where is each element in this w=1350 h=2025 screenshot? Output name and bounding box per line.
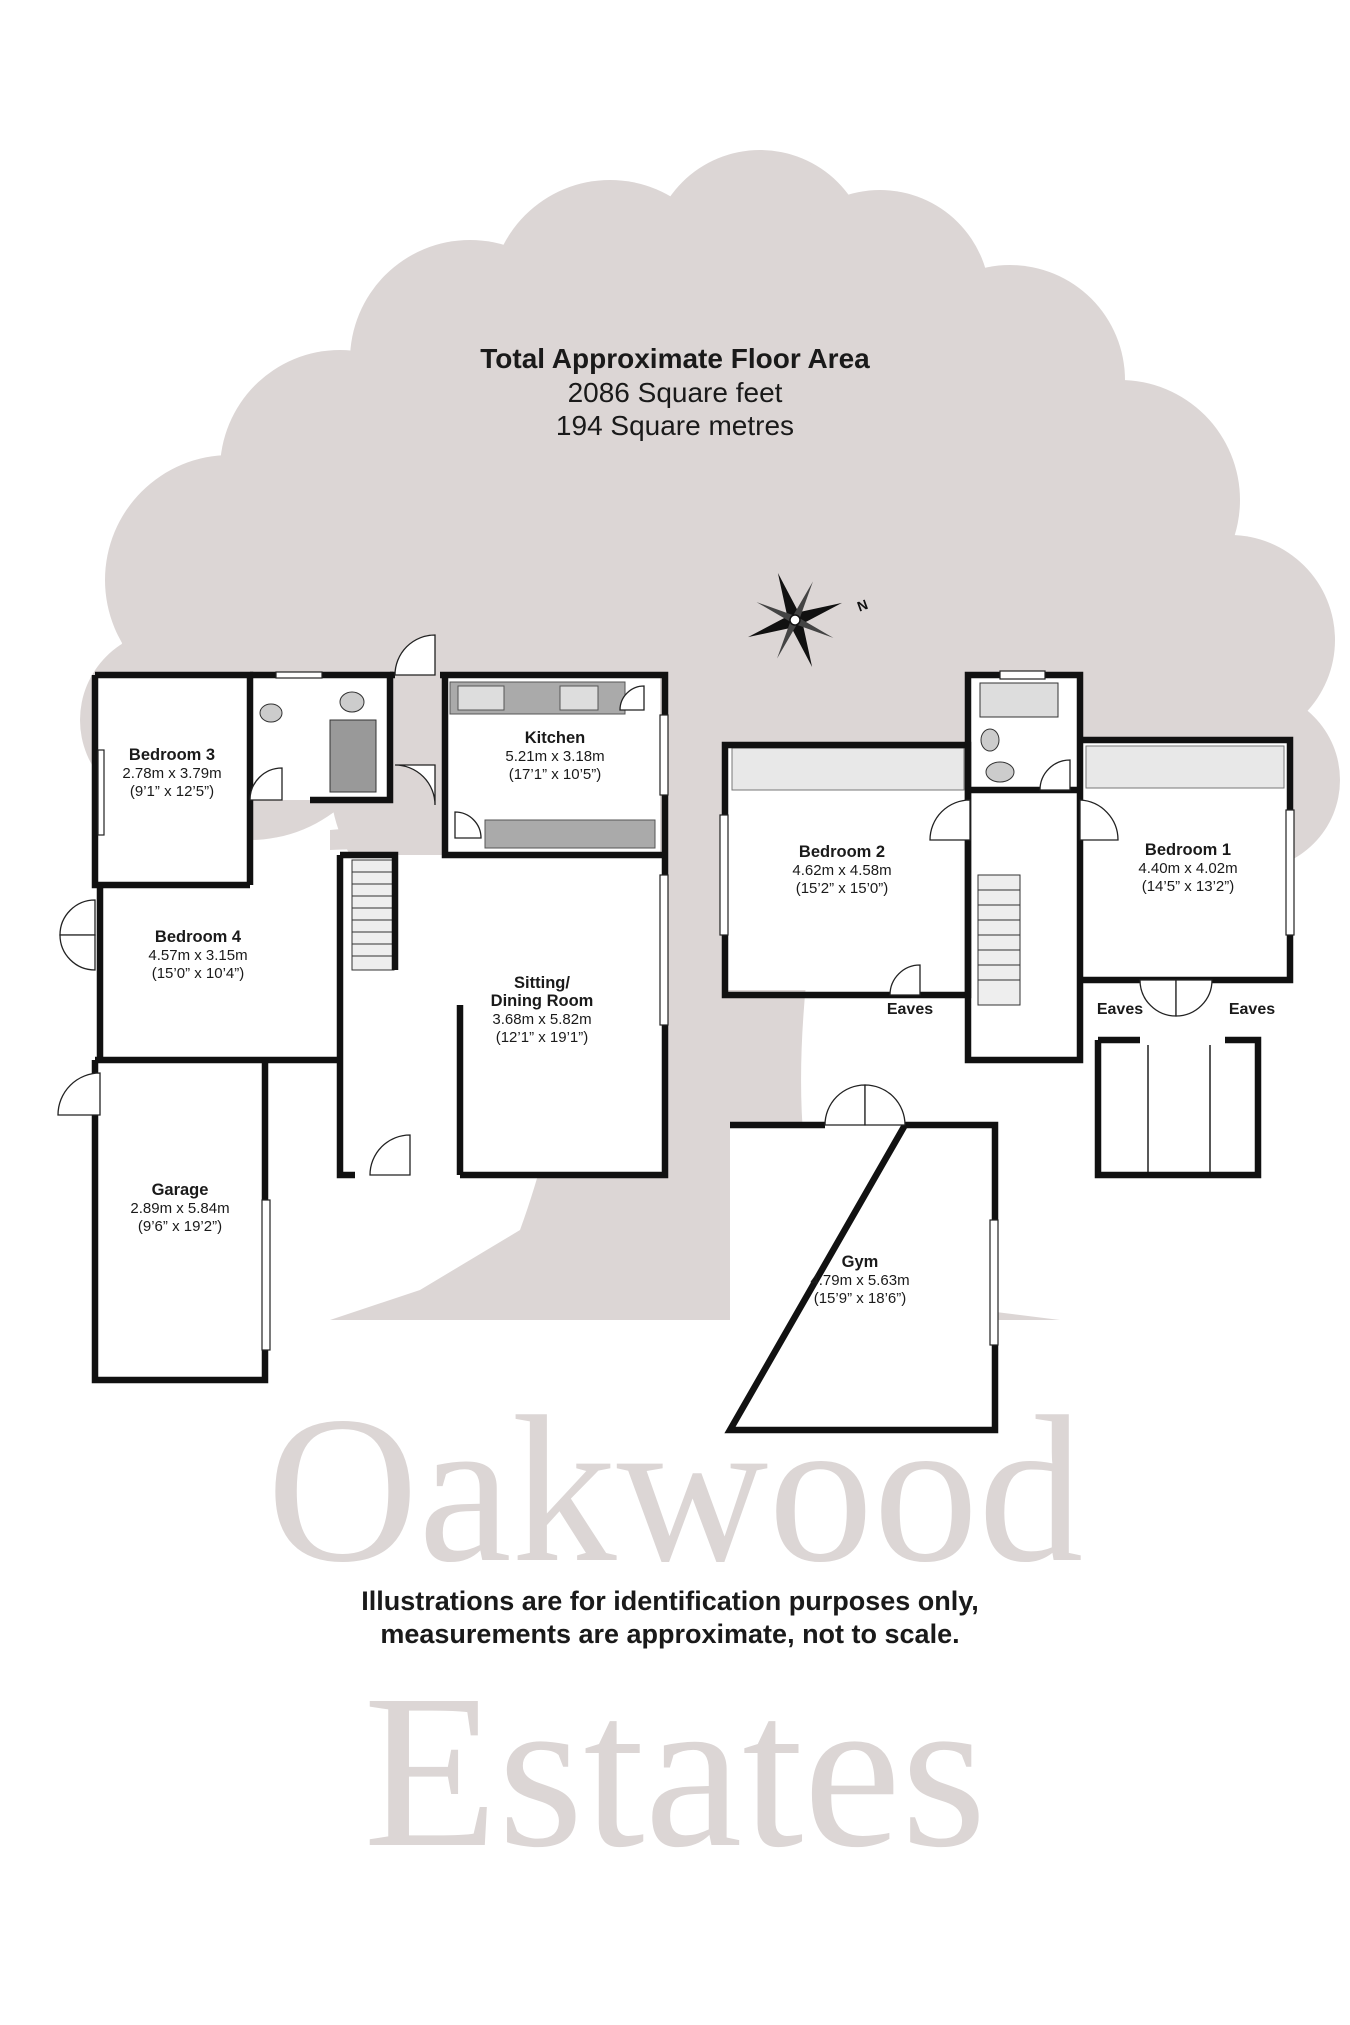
gym-metric: 4.79m x 5.63m bbox=[810, 1272, 909, 1289]
garage-metric: 2.89m x 5.84m bbox=[130, 1200, 229, 1217]
bedroom1-imperial: (14’5” x 13’2”) bbox=[1142, 878, 1235, 895]
first-floor bbox=[719, 670, 1295, 1434]
bedroom4-imperial: (15’0” x 10’4”) bbox=[152, 965, 245, 982]
gym-imperial: (15’9” x 18’6”) bbox=[814, 1290, 907, 1307]
eaves-label-gym: Eaves bbox=[887, 1001, 933, 1018]
bedroom3-metric: 2.78m x 3.79m bbox=[122, 765, 221, 782]
sitting-room-name-line2: Dining Room bbox=[491, 992, 594, 1010]
oak-tree-watermark bbox=[80, 150, 1340, 1320]
bedroom4-name: Bedroom 4 bbox=[155, 928, 242, 946]
first-floor-stairs bbox=[977, 874, 1021, 1006]
bedroom3-imperial: (9’1” x 12’5”) bbox=[130, 783, 214, 800]
sitting-room-name-line1: Sitting/ bbox=[514, 974, 570, 992]
bedroom3-name: Bedroom 3 bbox=[129, 746, 215, 764]
bedroom1-metric: 4.40m x 4.02m bbox=[1138, 860, 1237, 877]
area-square-metres: 194 Square metres bbox=[555, 410, 795, 442]
kitchen-metric: 5.21m x 3.18m bbox=[505, 748, 604, 765]
eaves-label-right: Eaves bbox=[1229, 1001, 1275, 1018]
bedroom2-imperial: (15’2” x 15’0”) bbox=[796, 880, 889, 897]
sitting-room-metric: 3.68m x 5.82m bbox=[492, 1011, 591, 1028]
sitting-room-imperial: (12’1” x 19’1”) bbox=[496, 1029, 589, 1046]
gym-name: Gym bbox=[842, 1253, 879, 1271]
ground-stairs bbox=[351, 859, 395, 971]
kitchen-name: Kitchen bbox=[525, 729, 586, 747]
compass-icon bbox=[748, 573, 842, 667]
area-title: Total Approximate Floor Area bbox=[480, 343, 870, 374]
watermark-estates: Estates bbox=[363, 1649, 986, 1893]
total-area-summary: Total Approximate Floor Area 2086 Square… bbox=[375, 342, 975, 443]
bedroom4-metric: 4.57m x 3.15m bbox=[148, 947, 247, 964]
bedroom2-name: Bedroom 2 bbox=[799, 843, 885, 861]
garage-name: Garage bbox=[152, 1181, 209, 1199]
bedroom1-name: Bedroom 1 bbox=[1145, 841, 1231, 859]
area-square-feet: 2086 Square feet bbox=[567, 376, 783, 408]
bedroom2-metric: 4.62m x 4.58m bbox=[792, 862, 891, 879]
disclaimer-line2: measurements are approximate, not to sca… bbox=[380, 1618, 960, 1649]
garage-imperial: (9’6” x 19’2”) bbox=[138, 1218, 222, 1235]
kitchen-imperial: (17’1” x 10’5”) bbox=[509, 766, 602, 783]
ground-floor bbox=[57, 634, 669, 1384]
eaves-label-left: Eaves bbox=[1097, 1001, 1143, 1018]
disclaimer-line1: Illustrations are for identification pur… bbox=[361, 1586, 979, 1616]
disclaimer: Illustrations are for identification pur… bbox=[250, 1585, 1090, 1651]
